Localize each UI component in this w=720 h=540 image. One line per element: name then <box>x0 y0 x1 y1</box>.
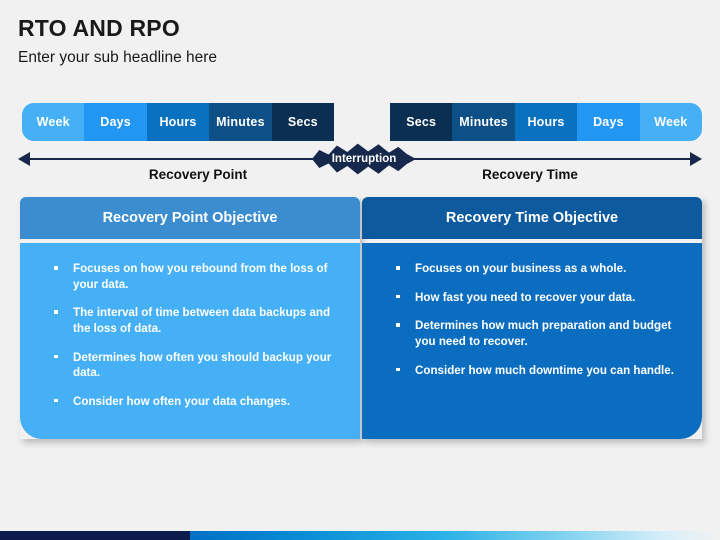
timeline-right-segment-0[interactable]: Secs <box>390 103 453 141</box>
list-item-text: Focuses on how you rebound from the loss… <box>73 262 328 291</box>
bullet-dot-icon <box>396 266 400 270</box>
timeline-left-segment-4[interactable]: Secs <box>271 103 335 141</box>
arrow-left-icon <box>18 152 30 166</box>
timeline-recovery-point: Week Days Hours Minutes Secs <box>22 103 335 141</box>
recovery-time-axis-line <box>392 158 698 160</box>
panel-left-bullet-list: Focuses on how you rebound from the loss… <box>40 261 340 409</box>
bullet-dot-icon <box>396 294 400 299</box>
panel-right-body: Focuses on your business as a whole. How… <box>362 243 702 439</box>
timeline-recovery-time: Secs Minutes Hours Days Week <box>390 103 703 141</box>
footer-navy-block <box>0 531 190 540</box>
bullet-dot-icon <box>54 310 58 314</box>
recovery-point-label: Recovery Point <box>148 167 248 182</box>
timeline-left-segment-3[interactable]: Minutes <box>209 103 272 141</box>
list-item-text: The interval of time between data backup… <box>73 306 331 335</box>
recovery-point-axis-line <box>28 158 334 160</box>
panel-recovery-time-objective: Recovery Time Objective Focuses on your … <box>362 197 702 439</box>
bullet-dot-icon <box>54 266 58 270</box>
timeline-left-segment-0[interactable]: Week <box>22 103 85 141</box>
panel-right-bullet-list: Focuses on your business as a whole. How… <box>382 261 682 378</box>
list-item: Consider how often your data changes. <box>40 394 340 410</box>
footer-bar <box>0 531 720 540</box>
panel-right-heading: Recovery Time Objective <box>362 197 702 239</box>
list-item-text: Focuses on your business as a whole. <box>415 262 627 275</box>
timeline-left-segment-2[interactable]: Hours <box>146 103 210 141</box>
list-item: The interval of time between data backup… <box>40 305 340 336</box>
timeline-left-segment-1[interactable]: Days <box>84 103 147 141</box>
page-subtitle: Enter your sub headline here <box>18 49 218 66</box>
panel-left-body: Focuses on how you rebound from the loss… <box>20 243 360 439</box>
list-item-text: How fast you need to recover your data. <box>415 290 636 304</box>
page-title: RTO AND RPO <box>18 15 180 41</box>
timeline-right-segment-2[interactable]: Hours <box>514 103 578 141</box>
arrow-right-icon <box>690 152 702 166</box>
list-item: Consider how much downtime you can handl… <box>382 363 682 379</box>
list-item: Focuses on how you rebound from the loss… <box>40 261 340 292</box>
panel-recovery-point-objective: Recovery Point Objective Focuses on how … <box>20 197 360 439</box>
list-item: Focuses on your business as a whole. <box>382 261 682 277</box>
timeline-right-segment-1[interactable]: Minutes <box>452 103 515 141</box>
timeline-right-segment-4[interactable]: Week <box>639 103 703 141</box>
bullet-dot-icon <box>54 398 58 403</box>
footer-gradient-block <box>190 531 720 540</box>
bullet-dot-icon <box>396 323 400 327</box>
list-item: Determines how often you should backup y… <box>40 350 340 381</box>
list-item-text: Consider how much downtime you can handl… <box>415 363 674 377</box>
list-item-text: Consider how often your data changes. <box>73 394 291 408</box>
recovery-time-label: Recovery Time <box>482 167 578 182</box>
panel-left-heading: Recovery Point Objective <box>20 197 360 239</box>
bullet-dot-icon <box>54 354 58 359</box>
bullet-dot-icon <box>396 367 400 372</box>
list-item-text: Determines how often you should backup y… <box>73 350 332 380</box>
list-item: How fast you need to recover your data. <box>382 290 682 306</box>
timeline-right-segment-3[interactable]: Days <box>577 103 640 141</box>
list-item-text: Determines how much preparation and budg… <box>415 319 672 348</box>
list-item: Determines how much preparation and budg… <box>382 318 682 349</box>
